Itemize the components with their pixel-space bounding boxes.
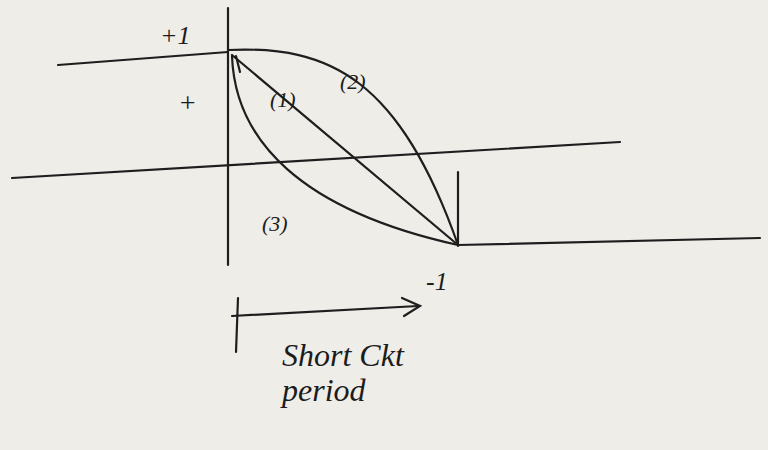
curve-label: (3) bbox=[262, 212, 288, 236]
lower-level-line bbox=[458, 238, 760, 245]
curve-label: + bbox=[178, 88, 197, 119]
period-arrow bbox=[232, 306, 418, 316]
curve-label: (2) bbox=[340, 70, 366, 94]
upper-level-line bbox=[58, 52, 228, 65]
curve-three bbox=[232, 56, 458, 245]
horizontal-axis bbox=[12, 142, 620, 178]
period-end-line bbox=[457, 172, 459, 246]
line-one bbox=[232, 55, 458, 245]
curve-label: (1) bbox=[270, 88, 296, 112]
arrow-head bbox=[402, 298, 420, 316]
period-caption: Short Ckt period bbox=[282, 338, 457, 408]
vertical-axis bbox=[227, 8, 229, 265]
curve-label: -1 bbox=[426, 268, 448, 297]
tick-mark bbox=[236, 56, 240, 72]
curve-two bbox=[228, 50, 458, 245]
curve-label: +1 bbox=[160, 22, 191, 51]
period-start-tick bbox=[236, 298, 238, 352]
